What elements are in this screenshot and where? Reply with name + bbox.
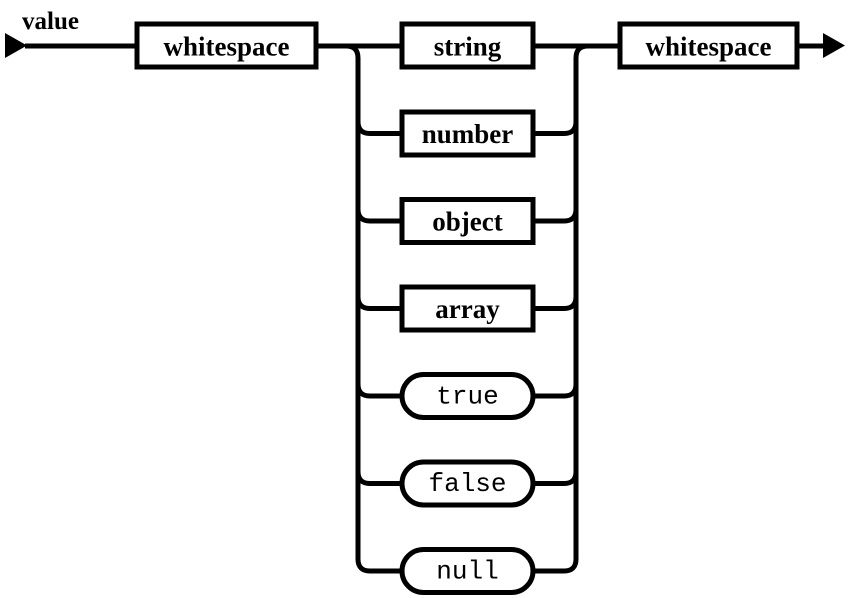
alternative-row-false: false — [355, 459, 579, 508]
node-label: array — [435, 294, 500, 324]
node-object-box — [399, 197, 536, 245]
node-label: number — [422, 119, 514, 149]
node-label: false — [428, 469, 506, 499]
entry-arrow-icon — [5, 33, 137, 58]
node-whitespace-left: whitespace — [134, 21, 319, 70]
node-label: whitespace — [646, 32, 772, 62]
node-null-stadium — [399, 547, 536, 595]
node-label: true — [436, 382, 498, 412]
choice-left-rail — [345, 43, 371, 574]
node-number-box — [399, 109, 536, 158]
node-label: whitespace — [164, 32, 290, 62]
node-string-box — [399, 21, 536, 70]
exit-arrow-icon — [797, 33, 845, 58]
node-label: object — [432, 207, 502, 237]
node-false-stadium — [399, 459, 536, 508]
alternative-row-object: object — [355, 197, 579, 245]
node-label: string — [434, 32, 502, 62]
node-true-stadium — [399, 372, 536, 420]
page-title: value — [22, 8, 79, 35]
node-whitespace-right: whitespace — [617, 21, 800, 70]
node-label: null — [436, 557, 498, 587]
alternative-row-true: true — [355, 372, 579, 420]
alternative-row-string: string — [358, 21, 576, 70]
alternative-row-number: number — [355, 109, 579, 158]
node-array-box — [399, 284, 536, 333]
alternative-row-array: array — [355, 284, 579, 333]
alternative-row-null: null — [370, 547, 564, 595]
